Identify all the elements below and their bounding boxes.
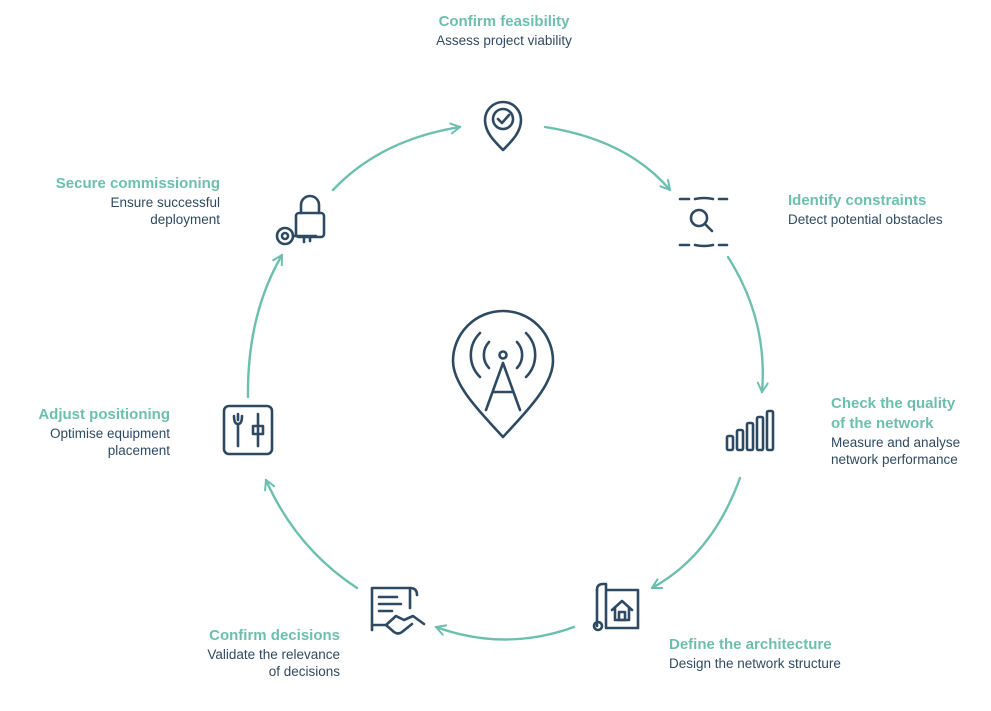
step-title: Identify constraints xyxy=(788,192,927,209)
step-title: Confirm feasibility xyxy=(438,13,570,30)
magnifier-scan-icon xyxy=(678,196,729,248)
cycle-arrow-5 xyxy=(264,478,359,590)
location-check-icon xyxy=(483,100,523,152)
step-confirm-decisions: Confirm decisions Validate the relevance… xyxy=(150,626,340,680)
step-description-line2: deployment xyxy=(150,212,220,227)
step-title: Confirm decisions xyxy=(209,627,340,644)
step-description: Optimise equipment xyxy=(49,426,170,441)
step-title-line2: of the network xyxy=(831,415,934,432)
step-title: Check the quality xyxy=(831,395,956,412)
blueprint-house-icon xyxy=(592,582,640,632)
cycle-arrow-6 xyxy=(246,253,284,399)
antenna-location-pin-icon xyxy=(451,309,555,439)
cycle-arrow-3 xyxy=(650,476,742,590)
step-description-line2: network performance xyxy=(831,452,958,467)
step-description: Design the network structure xyxy=(669,656,841,671)
step-description-line2: placement xyxy=(107,443,170,458)
step-secure-commissioning: Secure commissioning Ensure successful d… xyxy=(20,174,220,228)
step-description: Assess project viability xyxy=(436,33,572,48)
step-confirm-feasibility: Confirm feasibility Assess project viabi… xyxy=(404,12,604,49)
adjust-tools-icon xyxy=(222,404,274,456)
step-adjust-positioning: Adjust positioning Optimise equipment pl… xyxy=(10,405,170,459)
cycle-arrow-2 xyxy=(726,255,769,394)
step-title: Adjust positioning xyxy=(38,406,170,423)
cycle-arrow-4 xyxy=(434,624,576,641)
step-description: Measure and analyse xyxy=(831,435,961,450)
step-description-line2: of decisions xyxy=(268,664,340,679)
step-title: Define the architecture xyxy=(669,636,832,653)
step-description: Validate the relevance xyxy=(207,647,340,662)
step-description: Ensure successful xyxy=(110,195,220,210)
step-check-network-quality: Check the quality of the network Measure… xyxy=(831,394,989,468)
contract-handshake-icon xyxy=(370,586,426,635)
cycle-arrow-7 xyxy=(331,122,462,192)
cycle-arrow-1 xyxy=(543,125,672,192)
lock-key-icon xyxy=(275,194,326,246)
step-description: Detect potential obstacles xyxy=(788,212,943,227)
signal-bars-icon xyxy=(725,409,775,452)
step-define-architecture: Define the architecture Design the netwo… xyxy=(669,635,899,672)
step-identify-constraints: Identify constraints Detect potential ob… xyxy=(788,191,988,228)
step-title: Secure commissioning xyxy=(55,175,220,192)
